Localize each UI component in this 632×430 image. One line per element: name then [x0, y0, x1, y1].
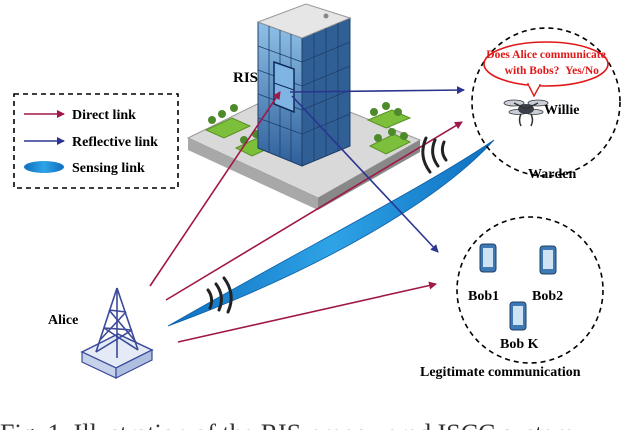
bubble-question-line1: Does Alice communicate	[486, 49, 605, 61]
alice-label: Alice	[48, 313, 78, 328]
drone-icon	[503, 99, 549, 127]
signal-waves-icon	[206, 276, 233, 314]
building-icon	[186, 3, 422, 210]
warden-label: Warden	[528, 167, 576, 182]
reflective-link-ris-willie	[289, 86, 465, 95]
legend-box	[13, 93, 179, 189]
direct-link-alice-willie	[165, 121, 463, 301]
legitimate-label: Legitimate communication	[420, 365, 581, 380]
figure-caption: Fig. 1. Illustration of the RIS-empowere…	[0, 419, 581, 430]
ris-label: RIS	[233, 70, 258, 86]
reflective-link-ris-bobs	[291, 95, 439, 253]
bobk-label: Bob K	[500, 337, 539, 352]
speech-bubble	[483, 41, 609, 87]
direct-link-alice-ris	[149, 91, 281, 287]
bob2-label: Bob2	[532, 289, 563, 304]
legend-sensing-label: Sensing link	[72, 161, 145, 176]
tower-icon	[80, 287, 154, 379]
warden-circle	[471, 27, 621, 177]
signal-waves-icon	[421, 136, 448, 174]
sensing-beam	[167, 139, 495, 327]
legend: Direct link Reflective link Sensing link	[13, 93, 179, 189]
legend-reflective-label: Reflective link	[72, 135, 158, 150]
legend-direct-label: Direct link	[72, 108, 136, 123]
legitimate-group: Bob1 Bob2 Bob K Legitimate communication	[420, 216, 604, 380]
phone-icon	[509, 301, 527, 331]
phone-icon	[479, 243, 497, 273]
direct-link-alice-bobs	[177, 281, 437, 343]
reflective-links	[289, 86, 465, 253]
legitimate-circle	[456, 216, 604, 364]
willie-label: Willie	[544, 103, 580, 118]
warden-group: Does Alice communicate with Bobs? Yes/No…	[471, 27, 621, 182]
legend-sensing-ellipse	[24, 161, 64, 173]
bubble-question-line2: with Bobs?	[505, 65, 560, 77]
direct-links	[149, 91, 463, 343]
bob1-label: Bob1	[468, 289, 499, 304]
phone-icon	[539, 245, 557, 275]
bubble-answer: Yes/No	[565, 65, 599, 77]
